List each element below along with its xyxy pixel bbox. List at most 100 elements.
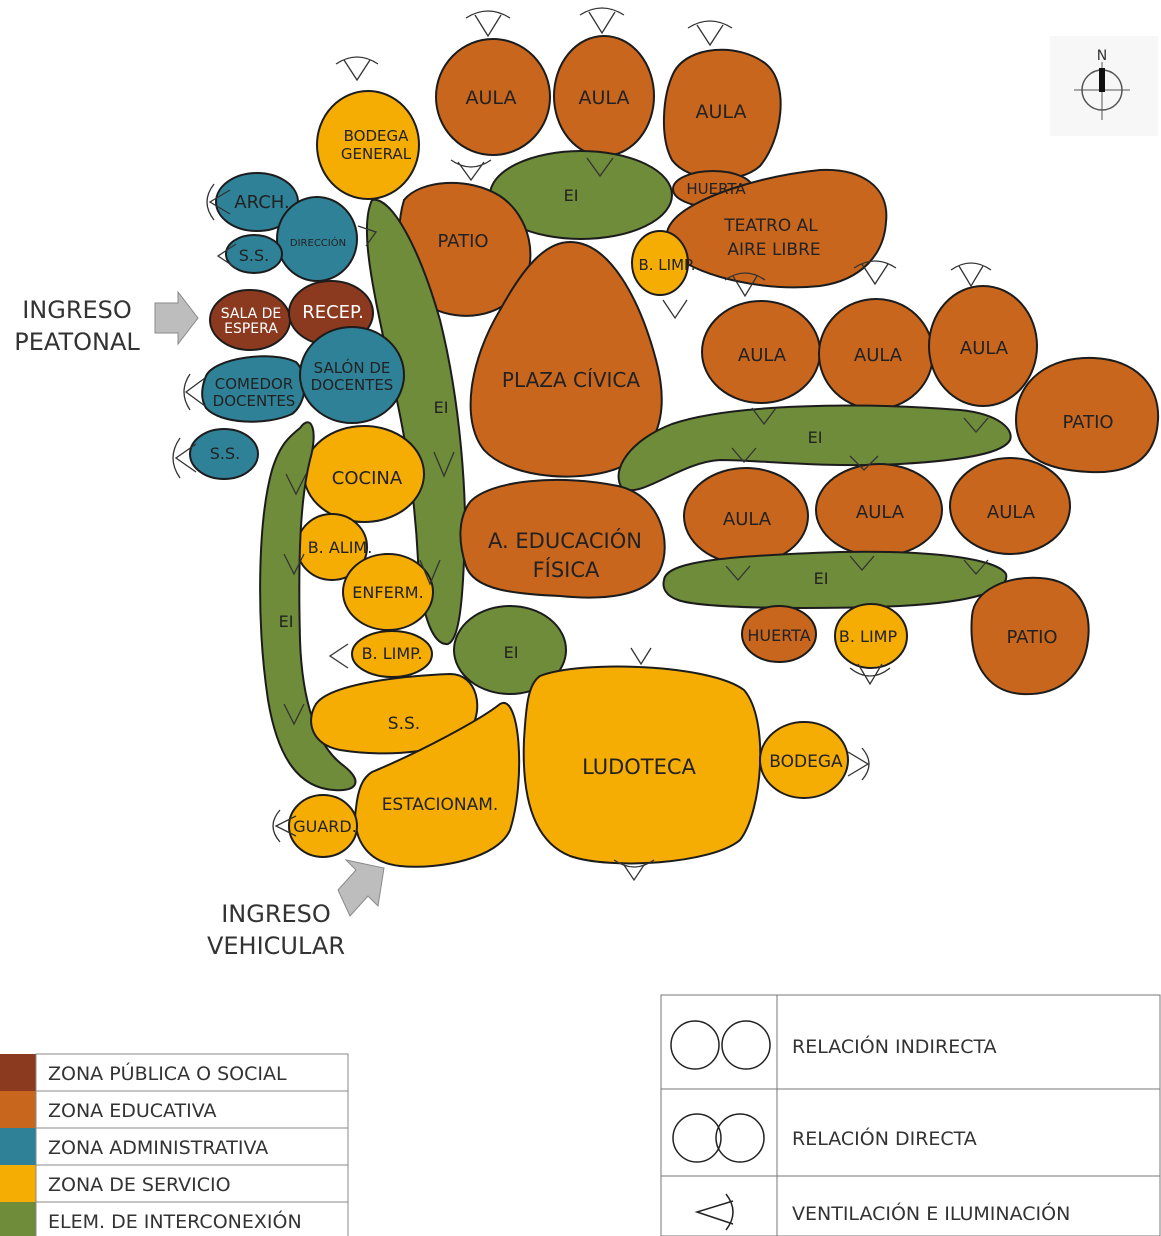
label-patio-east-top: PATIO xyxy=(1062,412,1113,433)
relacion-indirecta-icon xyxy=(670,1020,771,1070)
salon-docentes xyxy=(299,326,405,424)
label-enfermeria: ENFERM. xyxy=(352,583,423,602)
ss-admin-north xyxy=(225,234,283,274)
compass-label: N xyxy=(1097,48,1107,64)
label-direccion: DIRECCIÓN xyxy=(290,236,346,249)
label-aula-east-top-2: AULA xyxy=(854,345,903,366)
relacion-indirecta-label: RELACIÓN INDIRECTA xyxy=(792,1034,997,1058)
aula-east-bottom-3 xyxy=(949,457,1071,555)
label-ei-horizontal-top: EI xyxy=(808,428,823,447)
label-bodega-limpieza-west: B. LIMP. xyxy=(362,644,423,663)
comedor-docentes xyxy=(201,355,306,423)
zone-label-administrativa: ZONA ADMINISTRATIVA xyxy=(48,1137,268,1159)
guardiania xyxy=(288,794,358,858)
label-ludoteca: LUDOTECA xyxy=(582,755,696,779)
zone-swatch-interconexion xyxy=(0,1202,36,1236)
label-huerta-south: HUERTA xyxy=(747,626,810,645)
peatonal-arrow-icon xyxy=(154,290,199,346)
ventilacion-iluminacion-icon xyxy=(694,1193,734,1231)
ei-vertical-west xyxy=(259,421,357,792)
label-ss-service: S.S. xyxy=(388,714,420,734)
area-educacion-fisica xyxy=(459,478,666,599)
ventilacion-iluminacion-label: VENTILACIÓN E ILUMINACIÓN xyxy=(792,1201,1070,1225)
north-compass: N xyxy=(1050,36,1158,136)
bodega-east xyxy=(759,721,849,799)
label-archivo: ARCH. xyxy=(234,192,289,213)
relacion-directa-icon xyxy=(672,1113,765,1163)
zone-label-educativa: ZONA EDUCATIVA xyxy=(48,1100,217,1122)
label-aula-east-bottom-1: AULA xyxy=(723,509,772,530)
ss-admin-south xyxy=(189,428,259,480)
label-estacionamiento: ESTACIONAM. xyxy=(382,795,499,815)
label-ei-vertical-west: EI xyxy=(279,612,294,631)
patio-east-bottom xyxy=(970,576,1090,696)
label-recepcion: RECEP. xyxy=(302,302,364,323)
ei-horizontal-bottom xyxy=(662,550,1008,609)
zone-label-interconexion: ELEM. DE INTERCONEXIÓN xyxy=(48,1209,302,1233)
label-ei-horizontal-bottom: EI xyxy=(814,569,829,588)
label-aula-north-2: AULA xyxy=(579,87,630,109)
label-bodega-limpieza-south: B. LIMP xyxy=(839,627,898,646)
plaza-civica xyxy=(469,240,663,478)
huerta-south xyxy=(741,605,817,663)
label-bodega-east: BODEGA xyxy=(769,752,843,772)
label-bodega-limpieza-north: B. LIMP. xyxy=(638,256,695,274)
label-patio-east-bottom: PATIO xyxy=(1006,627,1057,648)
bodega-limpieza-west xyxy=(351,630,433,678)
zone-legend: ZONA PÚBLICA O SOCIAL ZONA EDUCATIVA ZONA … xyxy=(0,1053,349,1236)
label-plaza-civica: PLAZA CÍVICA xyxy=(502,368,640,392)
label-aula-north-3: AULA xyxy=(696,101,747,123)
zone-swatch-servicio xyxy=(0,1165,36,1202)
label-aula-north-1: AULA xyxy=(466,87,517,109)
aula-north-1 xyxy=(435,38,551,156)
ei-junction xyxy=(453,605,567,695)
bodega-limpieza-north xyxy=(631,230,689,296)
label-cocina: COCINA xyxy=(332,468,403,489)
zone-label-servicio: ZONA DE SERVICIO xyxy=(48,1174,231,1196)
zone-row-interconexion xyxy=(35,1201,349,1236)
label-guardiania: GUARD. xyxy=(293,817,357,836)
ludoteca xyxy=(522,665,762,865)
symbol-legend: RELACIÓN INDIRECTA RELACIÓN DIRECTA VENT… xyxy=(660,994,1161,1236)
ei-horizontal-top xyxy=(617,404,1012,492)
estacionamiento xyxy=(354,701,521,868)
aula-east-top-3 xyxy=(928,285,1038,407)
label-ss-admin-south: S.S. xyxy=(210,444,240,463)
vehicular-arrow-icon xyxy=(337,859,385,917)
zone-swatch-educativa xyxy=(0,1091,36,1128)
ventilation-symbols xyxy=(172,7,992,882)
zone-swatch-administrativa xyxy=(0,1128,36,1165)
label-aula-east-bottom-2: AULA xyxy=(856,502,905,523)
bodega-limpieza-south xyxy=(834,603,908,669)
label-aula-east-top-1: AULA xyxy=(738,345,787,366)
relacion-directa-label: RELACIÓN DIRECTA xyxy=(792,1126,977,1150)
zone-swatch-publica xyxy=(0,1054,36,1091)
label-ei-junction: EI xyxy=(504,643,519,662)
label-huerta-north: HUERTA xyxy=(686,180,746,198)
bodega-general xyxy=(316,90,420,200)
label-ss-admin-north: S.S. xyxy=(239,246,269,265)
label-ei-north: EI xyxy=(564,186,579,205)
patio-east-top xyxy=(1014,356,1160,474)
enfermeria xyxy=(342,553,434,631)
label-aula-east-bottom-3: AULA xyxy=(987,502,1036,523)
aula-north-3 xyxy=(663,48,782,180)
zone-label-publica: ZONA PÚBLICA O SOCIAL xyxy=(48,1061,287,1085)
label-ei-vertical-center: EI xyxy=(434,398,449,417)
label-patio-west: PATIO xyxy=(437,231,488,252)
direccion xyxy=(276,196,358,282)
label-bodega-alimentos: B. ALIM. xyxy=(308,538,373,557)
label-aula-east-top-3: AULA xyxy=(960,338,1009,359)
